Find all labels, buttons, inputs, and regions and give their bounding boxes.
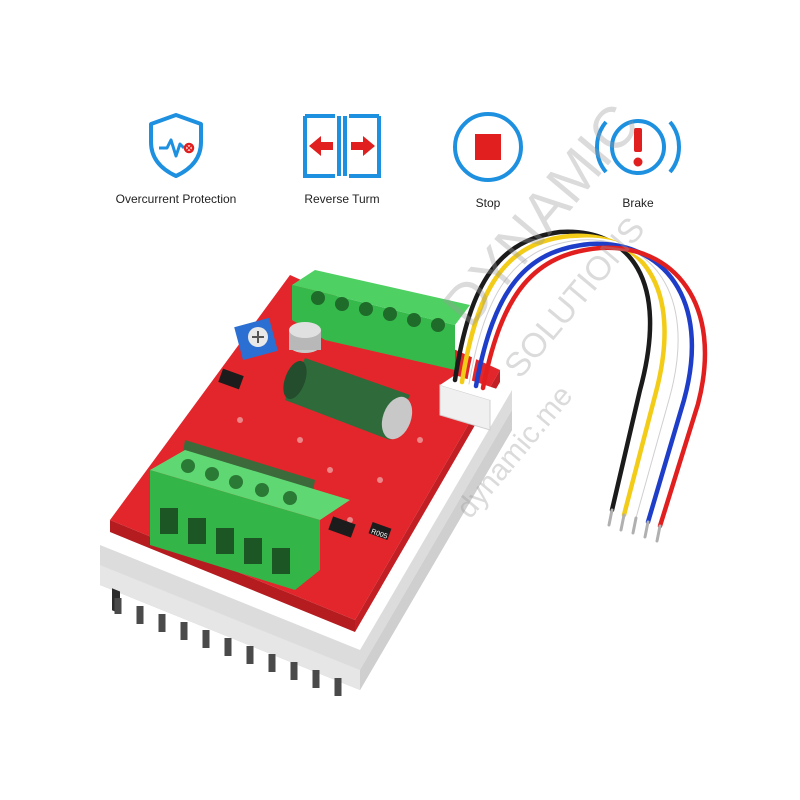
feature-label: Brake	[622, 196, 654, 210]
feature-brake: Brake	[558, 110, 718, 210]
brake-warning-icon	[595, 119, 681, 175]
shield-pulse-icon	[149, 113, 203, 178]
wire-harness	[452, 229, 708, 543]
stop-icon	[453, 112, 523, 182]
feature-overcurrent: Overcurrent Protection	[96, 110, 256, 206]
potentiometer	[234, 317, 278, 361]
feature-label: Overcurrent Protection	[115, 192, 237, 206]
feature-label: Stop	[475, 196, 501, 210]
front-terminal-block	[150, 450, 350, 590]
heatsink	[100, 390, 512, 696]
top-terminal-block	[292, 270, 470, 370]
feature-label: Reverse Turm	[304, 192, 380, 206]
reverse-arrows-icon	[303, 114, 381, 178]
feature-reverse: Reverse Turm	[262, 110, 422, 206]
feature-stop: Stop	[408, 110, 568, 210]
green-capacitor	[283, 358, 413, 440]
small-capacitor	[289, 322, 321, 353]
